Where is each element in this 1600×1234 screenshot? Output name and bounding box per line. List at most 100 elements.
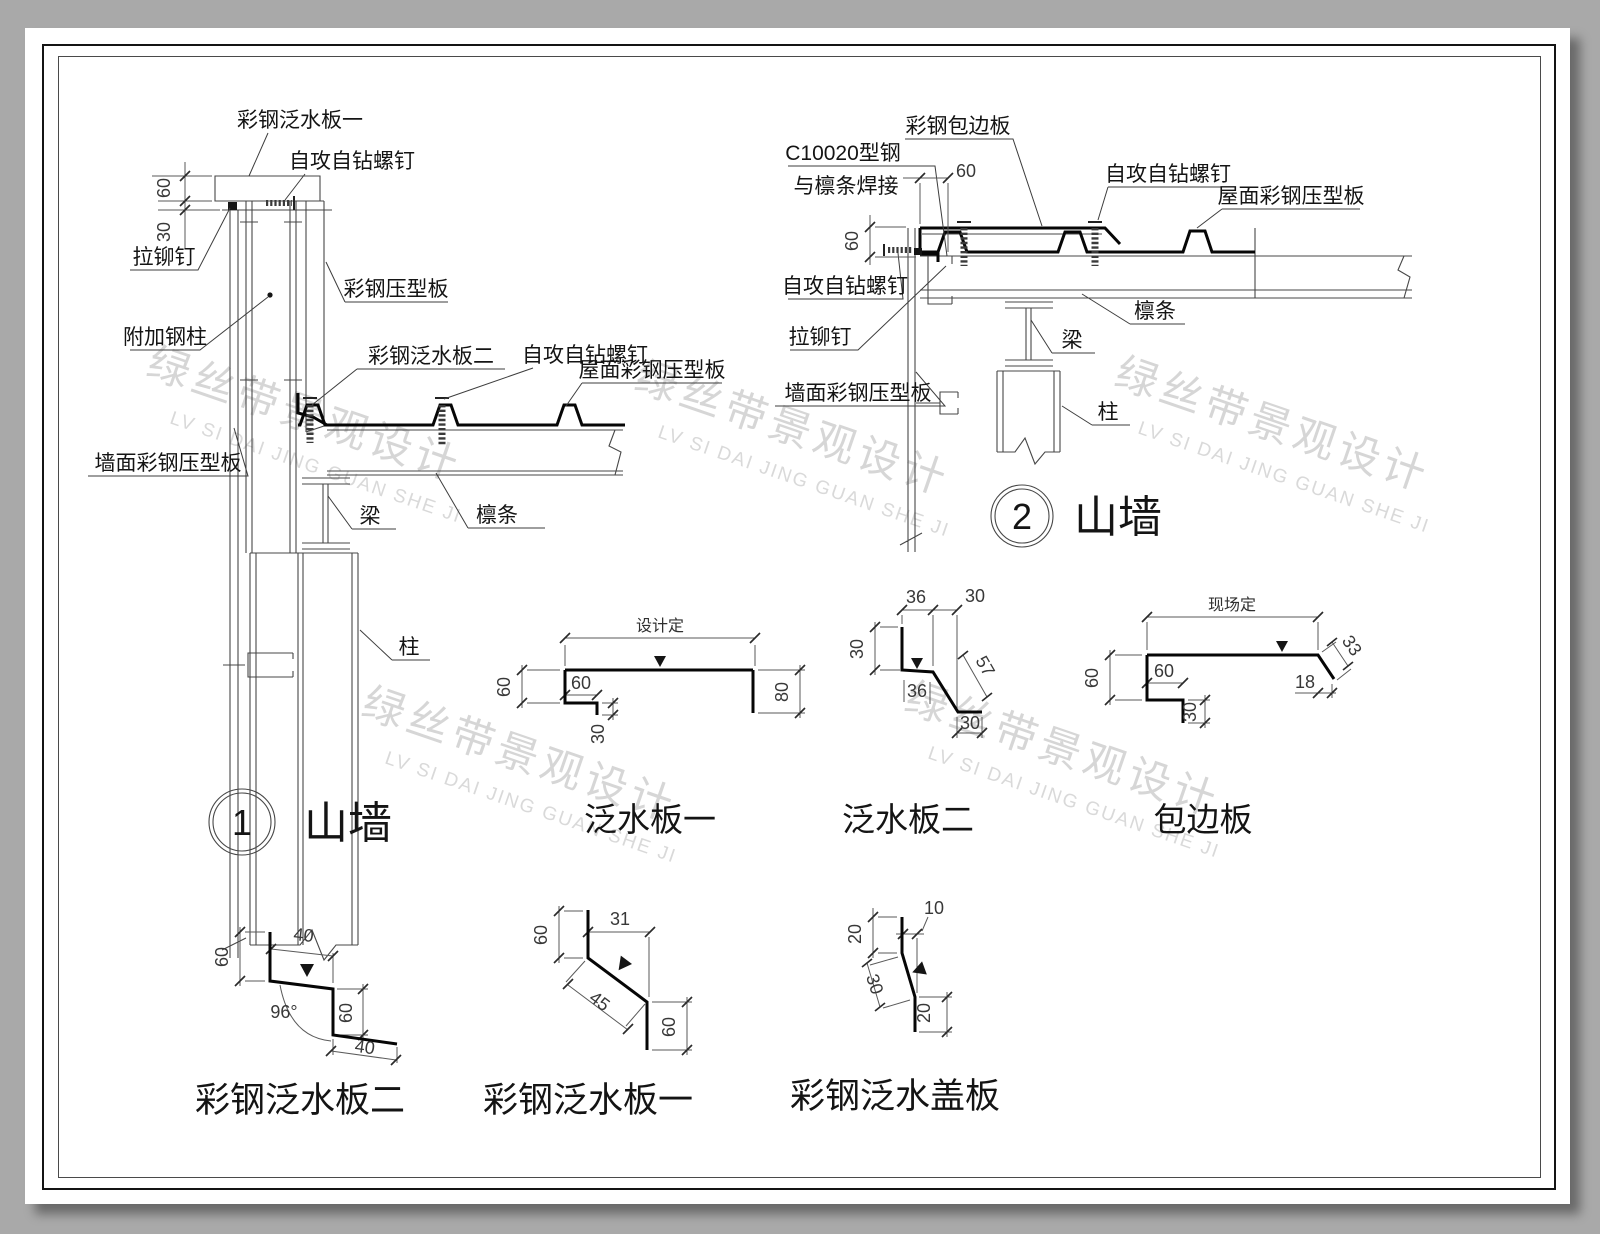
profileA-profile (563, 668, 755, 715)
detail1-dim-ticks (179, 170, 191, 216)
profileF-title: 彩钢泛水盖板 (790, 1077, 1000, 1116)
profileC-dim-lines (1109, 616, 1352, 728)
profileD-dim-ticks (234, 926, 402, 1066)
dim: 30 (965, 586, 985, 606)
label-wall-panel: 墙面彩钢压型板 (95, 452, 242, 475)
profileC-title: 包边板 (1154, 801, 1253, 838)
label-added-column: 附加钢柱 (123, 326, 207, 349)
sheet-border-inner (58, 56, 1541, 1178)
dim-top-60: 60 (956, 161, 976, 181)
label-rivet: 拉铆钉 (789, 326, 852, 349)
dim: 60 (212, 947, 232, 967)
dim: 45 (586, 987, 614, 1015)
dim-30: 30 (154, 222, 174, 242)
dim-left-60: 60 (842, 231, 862, 251)
span-label: 设计定 (636, 617, 684, 635)
label-c-steel-2: 与檩条焊接 (794, 175, 899, 198)
slope-marker-icon (911, 658, 923, 669)
profileE-drawing: 60 31 45 60 彩钢泛水板一 (483, 905, 693, 1120)
detail2-dim-lines (869, 177, 949, 265)
profileA-title: 泛水板一 (584, 801, 716, 838)
dim: 60 (659, 1017, 679, 1037)
slope-marker-icon (654, 656, 666, 667)
leader-dot (267, 292, 273, 298)
dim: 31 (610, 909, 630, 929)
detail2-leader-lines (775, 138, 1360, 426)
detail1-structure-lines (214, 175, 623, 962)
profileF-drawing: 20 10 30 20 彩钢泛水盖板 (790, 898, 1000, 1116)
label-side-panel: 彩钢压型板 (344, 278, 449, 301)
dim-angle: 96° (270, 1002, 297, 1022)
dim: 60 (531, 925, 551, 945)
profileD-drawing: 60 40 96° 60 40 彩钢泛水板二 (195, 924, 405, 1120)
label-roof-panel: 屋面彩钢压型板 (1218, 185, 1365, 208)
profileB-title: 泛水板二 (842, 801, 974, 838)
label-screw-roof: 自攻自钻螺钉 (522, 344, 648, 367)
profileC-dim-ticks (1104, 611, 1354, 729)
detail2-badge: 2 山墙 (990, 484, 1162, 548)
detail1-number: 1 (232, 802, 252, 843)
profileE-dim-lines (558, 906, 692, 1055)
dim: 40 (354, 1036, 377, 1059)
slope-marker-icon (300, 964, 314, 977)
detail1-flashing2-profile (296, 393, 328, 427)
dim: 80 (772, 682, 792, 702)
rivet-icon (914, 248, 922, 255)
profileA-dim-lines (521, 637, 805, 720)
label-c-steel-1: C10020型钢 (785, 142, 901, 165)
profileB-profile (900, 627, 982, 714)
detail2-structure-lines (899, 228, 1412, 552)
dim: 30 (1180, 702, 1200, 722)
dim: 30 (960, 713, 980, 733)
detail2-dim-ticks (864, 172, 954, 263)
slope-marker-icon (618, 955, 633, 971)
profileC-profile (1145, 653, 1336, 723)
label-rivet: 拉铆钉 (133, 246, 196, 269)
dim: 36 (906, 587, 926, 607)
screw-head-icon (883, 221, 1102, 256)
dim: 30 (847, 639, 867, 659)
dim: 60 (1154, 661, 1174, 681)
label-column: 柱 (399, 636, 420, 659)
label-beam: 梁 (1062, 329, 1083, 352)
detail2-drawing: 彩钢包边板 C10020型钢 与檩条焊接 自攻自钻螺钉 屋面彩钢压型板 自攻自钻… (775, 115, 1412, 552)
detail1-dim-lines (152, 162, 220, 248)
dim: 40 (293, 924, 315, 946)
profileA-dim-ticks (516, 632, 806, 721)
detail1-drawing: 彩钢泛水板一 自攻自钻螺钉 拉铆钉 附加钢柱 彩钢压型板 彩钢泛水板二 自攻自钻… (88, 109, 726, 962)
detail1-badge: 1 山墙 (208, 788, 392, 856)
profileF-dim-lines (866, 908, 952, 1037)
profileC-drawing: 现场定 60 60 30 18 33 包边板 (1082, 596, 1366, 838)
label-cap-flashing: 彩钢泛水板一 (237, 109, 363, 132)
rivet-icon (228, 202, 237, 210)
label-roof-panel: 屋面彩钢压型板 (579, 359, 726, 382)
profileE-profile (586, 910, 649, 1050)
drawing-page (25, 28, 1570, 1204)
label-flashing2: 彩钢泛水板二 (368, 345, 494, 368)
label-screw-left: 自攻自钻螺钉 (782, 275, 908, 298)
label-edge-plate: 彩钢包边板 (906, 115, 1011, 138)
label-purlin: 檩条 (476, 504, 518, 527)
dim: 33 (1338, 632, 1366, 660)
profileD-profile (268, 932, 398, 1046)
detail1-title: 山墙 (304, 799, 392, 848)
sheet-border-outer (42, 44, 1556, 1190)
profileB-dim-lines (874, 609, 988, 738)
profileE-title: 彩钢泛水板一 (483, 1081, 693, 1120)
dim-60: 60 (154, 178, 174, 198)
profileA-drawing: 设计定 60 60 30 80 泛水板一 (494, 617, 806, 838)
label-wall-panel: 墙面彩钢压型板 (785, 382, 932, 405)
detail2-title: 山墙 (1074, 493, 1162, 542)
dim: 60 (494, 677, 514, 697)
label-beam: 梁 (360, 505, 381, 528)
dim: 20 (914, 1003, 934, 1023)
span-label: 现场定 (1208, 596, 1256, 614)
profileB-dim-ticks (869, 604, 993, 739)
label-purlin: 檩条 (1134, 300, 1176, 323)
dim: 60 (1082, 668, 1102, 688)
profileD-title: 彩钢泛水板二 (195, 1081, 405, 1120)
dim: 60 (571, 673, 591, 693)
profileF-profile (900, 917, 917, 1032)
